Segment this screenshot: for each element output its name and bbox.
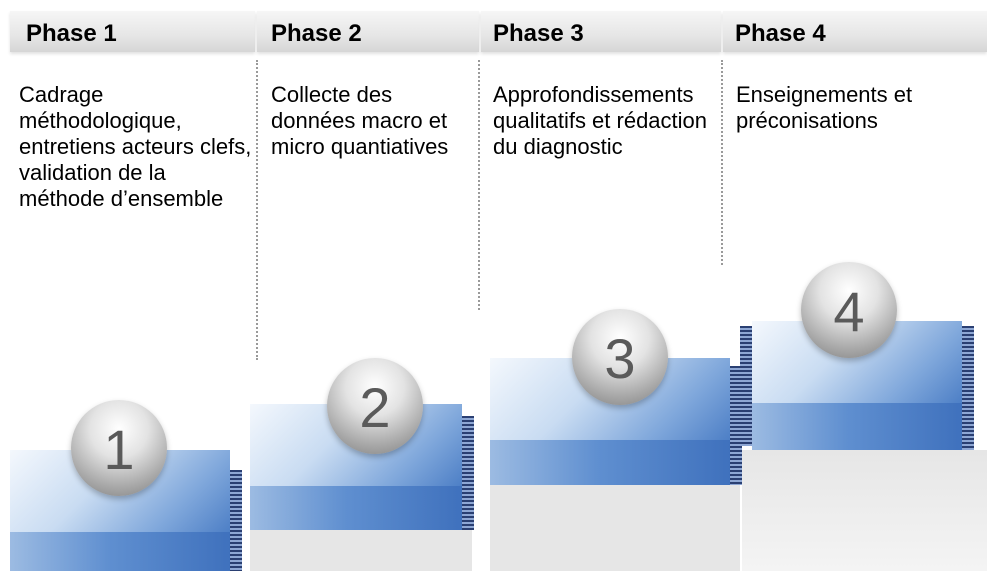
phase-2-title: Phase 2 (271, 20, 362, 47)
number-1: 1 (103, 418, 135, 481)
phase-1-header: Phase 1 (10, 11, 255, 52)
separator-2 (478, 60, 480, 310)
phase-1-description: Cadrage méthodologique, entretiens acteu… (19, 82, 252, 211)
phase-4-title: Phase 4 (735, 20, 826, 47)
step-2-floor (250, 530, 472, 571)
separator-3 (721, 60, 723, 265)
number-ball-2-icon: 2 (327, 358, 423, 454)
step-3-floor (490, 485, 740, 571)
separator-1 (256, 60, 258, 360)
phase-3-title: Phase 3 (493, 20, 584, 47)
number-ball-4-icon: 4 (801, 262, 897, 358)
phase-2-description: Collecte des données macro et micro quan… (271, 82, 449, 159)
phase-2-header: Phase 2 (257, 11, 479, 52)
phase-3-description: Approfondissements qualitatifs et rédact… (493, 82, 708, 159)
phase-3-header: Phase 3 (481, 11, 721, 52)
number-2: 2 (359, 376, 391, 439)
number-4: 4 (833, 280, 865, 343)
number-ball-1-icon: 1 (71, 400, 167, 496)
phase-4-header: Phase 4 (723, 11, 987, 52)
number-3: 3 (604, 327, 636, 390)
phase-1-title: Phase 1 (26, 20, 117, 47)
step-4-floor (742, 450, 987, 571)
number-ball-3-icon: 3 (572, 309, 668, 405)
phase-4-description: Enseignements et préconisations (736, 82, 913, 133)
